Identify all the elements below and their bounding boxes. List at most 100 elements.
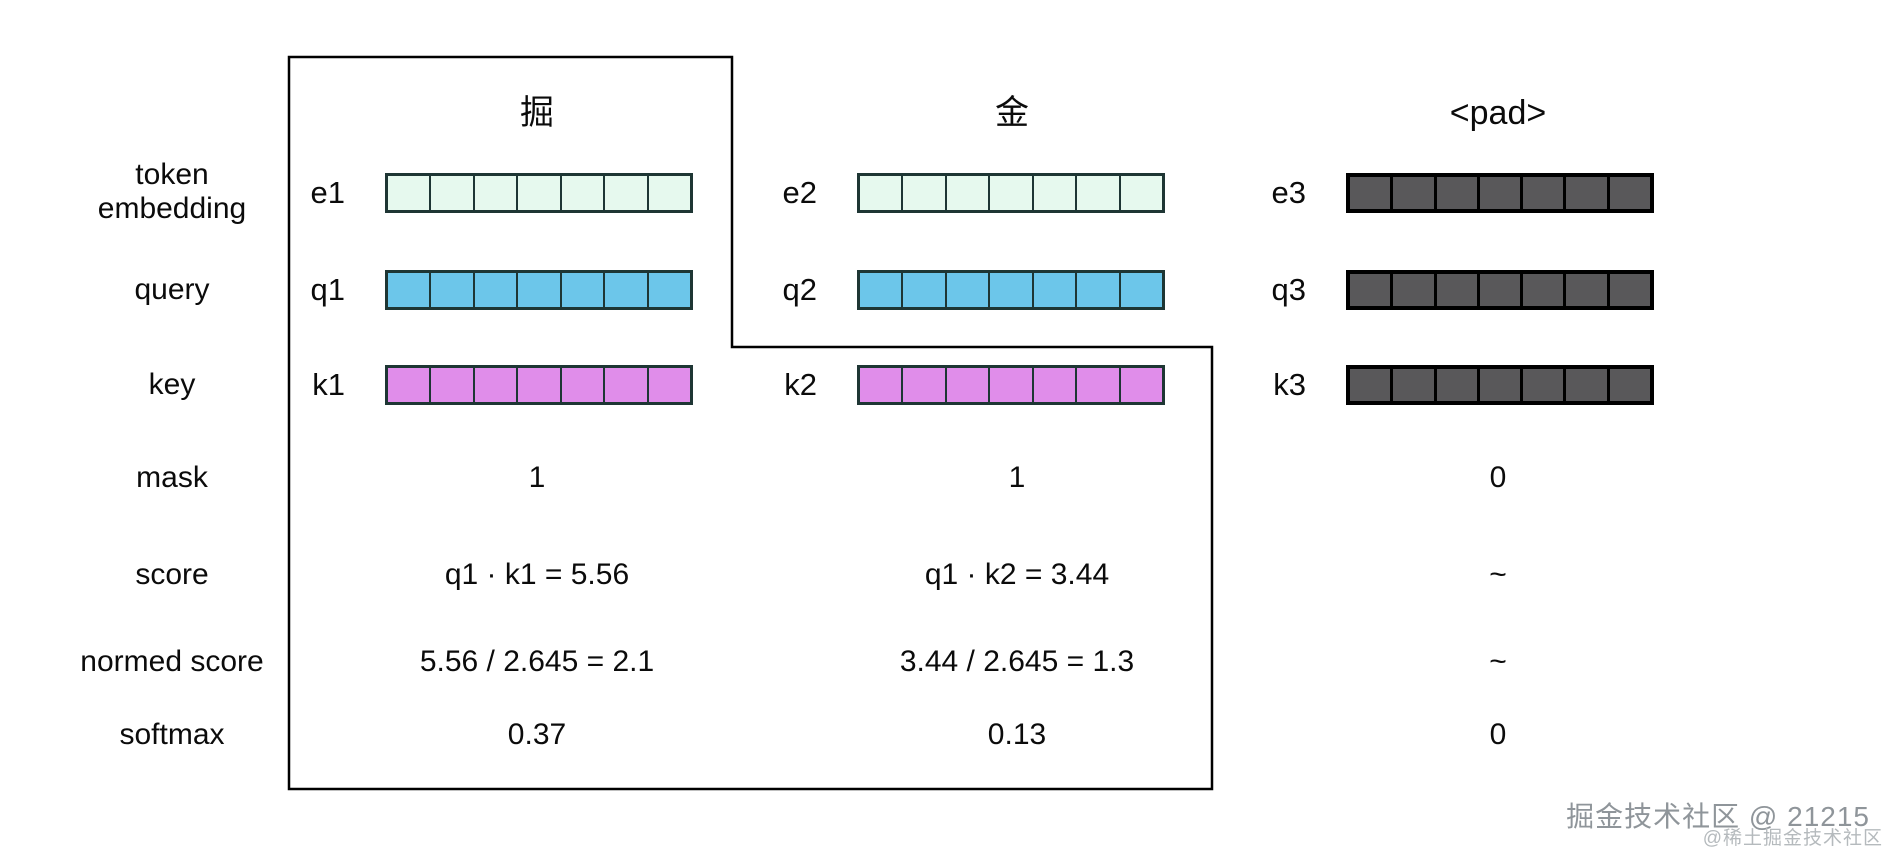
token-title-3: <pad> [1449,94,1547,132]
vector-cell [1563,274,1607,306]
row-label-softmax: softmax [119,718,225,751]
key-vector-label-1: k1 [312,367,345,402]
vector-cell [1476,274,1521,306]
key-vector-2 [857,365,1165,405]
vector-cell [429,176,473,210]
vector-cell [1075,273,1119,307]
vector-cell [429,273,473,307]
row-label-token-embedding-line2: embedding [97,192,247,225]
normed-score-value-3: ~ [1489,645,1507,678]
vector-cell [901,176,945,210]
vector-cell [1390,369,1434,401]
vector-cell [1390,274,1434,306]
vector-cell [1520,274,1564,306]
row-label-normed-score: normed score [80,645,264,678]
query-vector-label-3: q3 [1271,272,1306,307]
normed-score-value-2: 3.44 / 2.645 = 1.3 [899,645,1135,678]
vector-cell [646,368,690,402]
row-label-token-embedding: token embedding [30,158,314,226]
vector-cell [388,176,430,210]
vector-cell [516,273,560,307]
vector-cell [1476,177,1521,209]
vector-cell [944,273,989,307]
vector-cell [559,368,604,402]
vector-cell [603,368,647,402]
vector-cell [646,176,690,210]
key-vector-1 [385,365,693,405]
vector-cell [1606,274,1650,306]
vector-cell [472,273,517,307]
query-vector-3-padded [1346,270,1654,310]
query-vector-label-2: q2 [782,272,817,307]
vector-cell [860,273,902,307]
vector-cell [1476,369,1521,401]
vector-cell [429,368,473,402]
vector-cell [1031,273,1076,307]
embedding-vector-label-1: e1 [310,175,345,210]
mask-value-1: 1 [528,461,546,494]
query-vector-2 [857,270,1165,310]
vector-cell [901,368,945,402]
softmax-value-1: 0.37 [507,718,567,751]
vector-cell [603,273,647,307]
vector-cell [988,368,1032,402]
vector-cell [1118,368,1162,402]
vector-cell [1433,177,1477,209]
score-value-1: q1 · k1 = 5.56 [444,558,630,591]
row-label-key: key [148,368,196,401]
vector-cell [1350,274,1391,306]
softmax-value-2: 0.13 [987,718,1047,751]
vector-cell [1031,368,1076,402]
vector-cell [1433,274,1477,306]
mask-value-2: 1 [1008,461,1026,494]
vector-cell [516,176,560,210]
vector-cell [472,368,517,402]
vector-cell [1350,369,1391,401]
vector-cell [901,273,945,307]
vector-cell [1390,177,1434,209]
vector-cell [1520,177,1564,209]
vector-cell [1075,176,1119,210]
embedding-vector-label-2: e2 [782,175,817,210]
vector-cell [1075,368,1119,402]
vector-cell [944,368,989,402]
vector-cell [388,368,430,402]
score-value-2: q1 · k2 = 3.44 [924,558,1110,591]
vector-cell [559,273,604,307]
token-title-2: 金 [995,94,1029,132]
embedding-vector-label-3: e3 [1271,175,1306,210]
row-label-mask: mask [136,461,208,494]
row-label-score: score [135,558,209,591]
vector-cell [472,176,517,210]
token-title-1: 掘 [520,94,554,132]
mask-value-3: 0 [1489,461,1507,494]
score-value-3: ~ [1489,558,1507,591]
vector-cell [1118,273,1162,307]
vector-cell [559,176,604,210]
row-label-query: query [134,273,210,306]
embedding-vector-3-padded [1346,173,1654,213]
embedding-vector-1 [385,173,693,213]
vector-cell [1606,369,1650,401]
vector-cell [1563,369,1607,401]
vector-cell [646,273,690,307]
query-vector-1 [385,270,693,310]
vector-cell [1520,369,1564,401]
key-vector-label-3: k3 [1273,367,1306,402]
normed-score-value-1: 5.56 / 2.645 = 2.1 [419,645,655,678]
key-vector-label-2: k2 [784,367,817,402]
vector-cell [1606,177,1650,209]
vector-cell [988,176,1032,210]
vector-cell [388,273,430,307]
query-vector-label-1: q1 [310,272,345,307]
vector-cell [860,368,902,402]
vector-cell [1118,176,1162,210]
vector-cell [944,176,989,210]
vector-cell [1031,176,1076,210]
vector-cell [1433,369,1477,401]
watermark-line2: @稀土掘金技术社区 [1702,828,1883,849]
vector-cell [603,176,647,210]
vector-cell [988,273,1032,307]
softmax-value-3: 0 [1489,718,1507,751]
